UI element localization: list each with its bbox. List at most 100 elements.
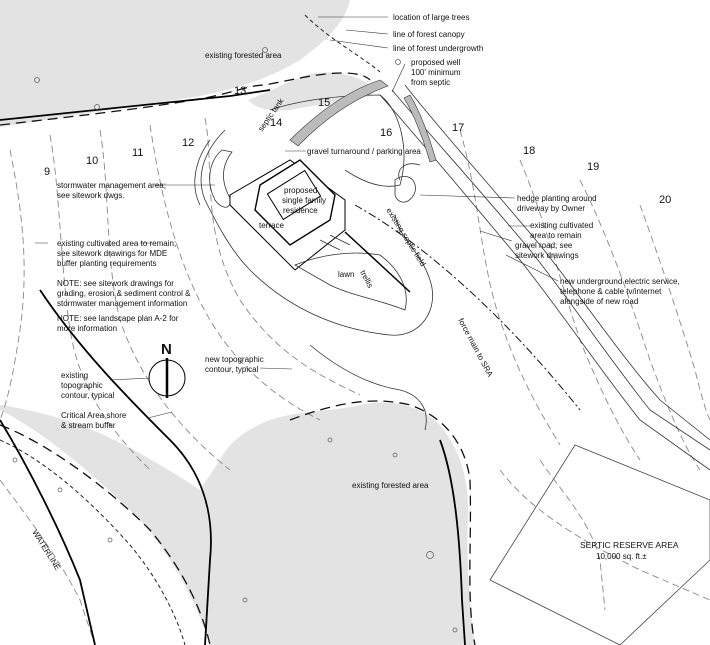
residence-label: residence	[283, 206, 318, 215]
septic-reserve-area	[489, 444, 710, 645]
leader	[479, 230, 513, 242]
forest-undergrowth-line	[304, 14, 381, 73]
electric-label: telephone & cable tv/internet	[560, 287, 662, 296]
note-sitework: grading, erosion & sediment control &	[57, 289, 191, 298]
leader	[419, 194, 516, 199]
swale	[394, 176, 416, 203]
note-sitework: stormwater management information	[57, 299, 187, 308]
leader	[329, 39, 389, 49]
tree-marker	[34, 77, 40, 83]
cultivated-left-label: existing cultivated area to remain;	[57, 239, 176, 248]
trellis	[344, 231, 411, 293]
new-contour	[194, 139, 211, 206]
road-edge	[391, 89, 710, 451]
tree-marker	[426, 551, 434, 559]
stormwater-swales	[209, 149, 416, 208]
contour-line	[0, 149, 25, 421]
contour-label: 16	[380, 127, 392, 139]
tree-marker	[395, 59, 401, 65]
north-arrow: N	[148, 341, 186, 398]
force-main-label: force main to SRA	[456, 317, 495, 379]
forest-canopy-line	[0, 72, 371, 126]
trees	[12, 47, 458, 633]
critical-area-buffer	[0, 89, 466, 645]
hedge-planting	[289, 79, 437, 163]
lawn-label: lawn	[338, 270, 354, 279]
critical-area-label: Critical Area shore	[61, 411, 127, 420]
contour-label: 10	[86, 155, 98, 167]
leader	[147, 411, 173, 419]
house-inner	[266, 169, 322, 221]
buffer-line	[0, 89, 271, 121]
leader	[109, 377, 151, 381]
waterline-label: WATERLINE	[30, 528, 62, 572]
contour-label: 12	[182, 137, 194, 149]
trellis-label: trellis	[358, 269, 375, 290]
terrace-label: terrace	[259, 221, 284, 230]
legend-undergrowth-label: line of forest undergrowth	[393, 44, 483, 53]
contour-line	[0, 479, 96, 645]
tree-marker	[94, 104, 100, 110]
septic-reserve-size: 10,000 sq. ft.±	[596, 552, 647, 561]
contour-label: 14	[270, 117, 282, 129]
contour-line	[499, 469, 710, 601]
buffer-line	[439, 439, 466, 645]
buffer-line	[0, 419, 96, 645]
new-contour	[309, 344, 427, 431]
force-main-line	[354, 204, 581, 411]
residence-group	[229, 159, 411, 311]
tree-marker	[452, 627, 458, 633]
forest-bottom	[0, 402, 475, 645]
contour-label: 13	[234, 85, 246, 97]
gravel-road-label: sitework drawings	[515, 251, 579, 260]
contour-label: 11	[132, 147, 143, 159]
contour-line	[639, 204, 710, 421]
tree-marker	[392, 452, 398, 458]
leader	[391, 63, 406, 93]
house-footprint	[254, 159, 336, 246]
existing-contour-label: topographic	[61, 381, 103, 390]
contour-line	[204, 117, 361, 396]
new-contour-label: contour, typical	[205, 365, 259, 374]
forest-canopy-line	[0, 424, 211, 645]
road-edge	[379, 94, 710, 471]
contour-label: 18	[523, 145, 535, 157]
tree-marker	[327, 437, 333, 443]
contour-label: 19	[587, 161, 599, 173]
forest-top-left	[0, 0, 350, 127]
forest-top-label: existing forested area	[205, 51, 282, 60]
road-edge	[404, 84, 710, 441]
gravel-road	[269, 84, 710, 471]
gravel-turnaround-label: gravel turnaround / parking area	[307, 147, 421, 156]
contour-labels: 9 10 11 12 13 14 15 16 17 18 19 20	[44, 85, 671, 206]
swale	[209, 149, 233, 208]
cultivated-left-label: buffer planting requirements	[57, 259, 156, 268]
lawn-outline	[294, 252, 407, 311]
north-label: N	[161, 341, 172, 358]
cultivated-right-label: area to remain	[530, 231, 582, 240]
contour-line	[579, 179, 701, 471]
hedge-label: hedge planting around	[517, 194, 597, 203]
existing-contour-label: existing	[61, 371, 88, 380]
tree-marker	[107, 537, 113, 543]
tree-marker	[12, 457, 18, 463]
stormwater-label: stormwater management area;	[57, 181, 166, 190]
septic-contour	[539, 459, 606, 611]
tree-marker	[262, 47, 268, 53]
forest-undergrowth-line	[0, 439, 186, 645]
note-sitework: NOTE: see sitework drawings for	[57, 279, 174, 288]
electric-label: alongside of new road	[560, 297, 638, 306]
hedge-strip	[403, 94, 437, 163]
forest-lines	[0, 14, 476, 645]
critical-area-label: & stream buffer	[61, 421, 116, 430]
forest-bottom-label: existing forested area	[352, 481, 429, 490]
tree-marker	[57, 487, 63, 493]
contour-line	[149, 124, 321, 421]
hedge-strip	[289, 79, 389, 147]
note-landscape: more information	[57, 324, 117, 333]
hedge-label: driveway by Owner	[517, 204, 585, 213]
walk	[319, 234, 351, 251]
existing-contour-label: contour, typical	[61, 391, 115, 400]
contour-line	[459, 129, 561, 446]
